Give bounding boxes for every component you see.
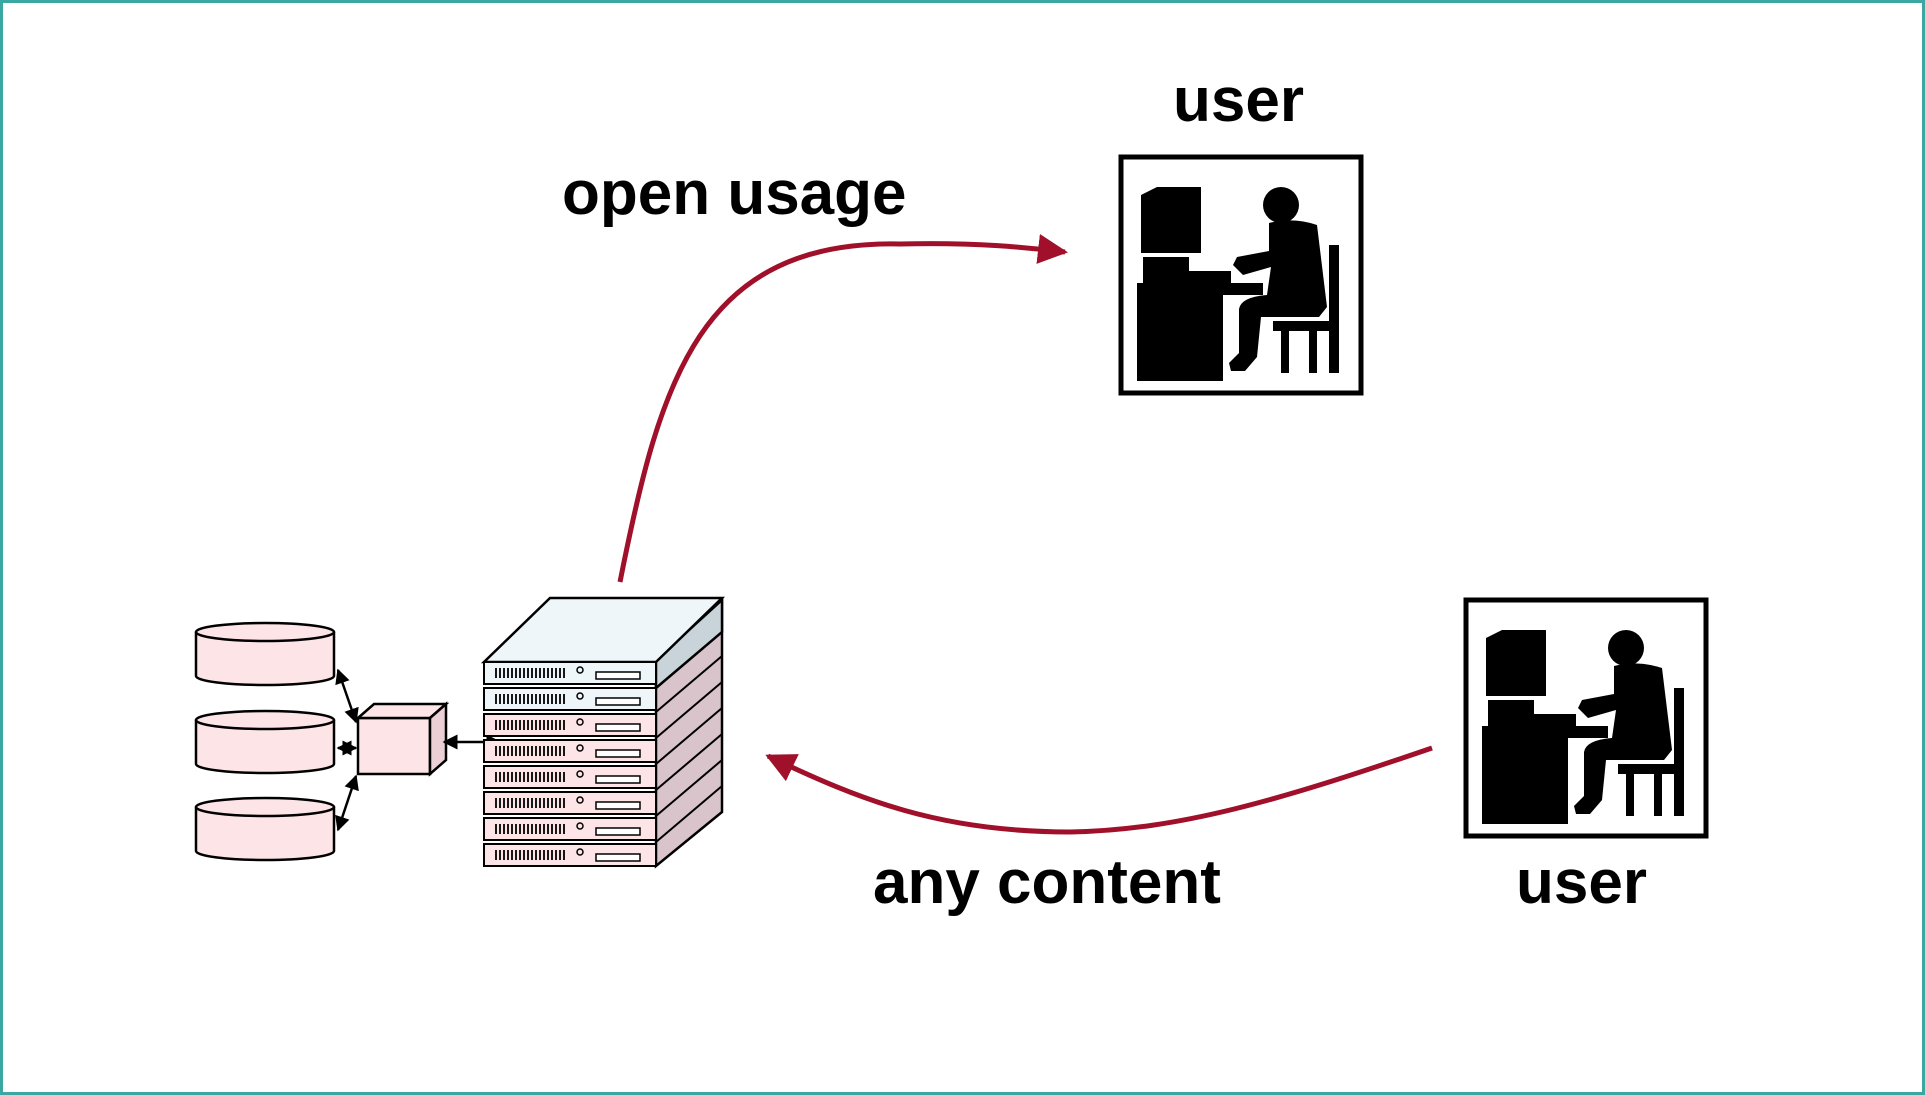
top-user-label: user [1173,66,1304,135]
open-usage-label: open usage [562,159,907,228]
bottom-user-label: user [1516,848,1647,917]
open-usage-arrow [617,234,1068,583]
user-at-computer-icon [1121,157,1361,393]
storage-controller-icon [354,701,450,777]
user-at-computer-icon [1466,600,1706,836]
any-content-label: any content [873,848,1221,917]
server-rack-icon [480,596,726,869]
database-disk-icon [194,621,336,862]
any-content-arrow [765,745,1433,835]
storage-connector-lines [335,668,502,832]
